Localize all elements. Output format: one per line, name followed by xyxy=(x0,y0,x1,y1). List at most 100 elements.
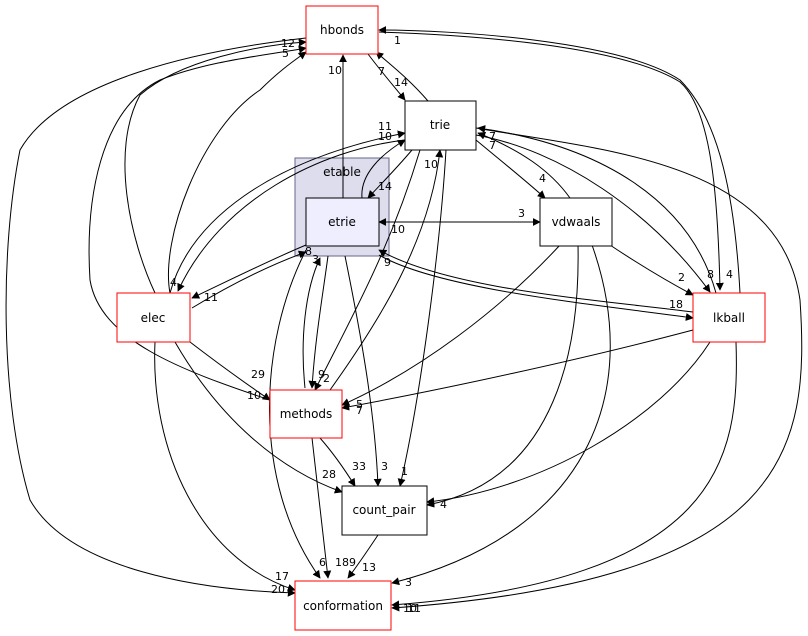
node-count-pair-label: count_pair xyxy=(352,503,415,517)
edge-label: 1 xyxy=(401,465,408,478)
node-etrie[interactable]: etrie xyxy=(305,197,380,247)
edge-label: 14 xyxy=(378,180,392,193)
edge-label: 13 xyxy=(362,561,376,574)
edge-trie-lkball xyxy=(475,134,711,293)
edge-label: 4 xyxy=(539,172,546,185)
edge-label: 2 xyxy=(323,372,330,385)
node-conformation-label: conformation xyxy=(303,599,383,613)
edge-etrie-lkball xyxy=(378,254,694,321)
edge-label: 3 xyxy=(405,576,412,589)
edge-label: 5 xyxy=(282,47,289,60)
edge-etrie-methods xyxy=(308,255,329,389)
edge-hbonds-lkball xyxy=(378,31,724,291)
edge-label: 189 xyxy=(335,556,356,569)
node-hbonds-label: hbonds xyxy=(320,23,364,37)
node-methods-label: methods xyxy=(280,407,333,421)
edge-labels: 1 12 5 10 7 14 11 10 14 10 7 7 4 3 10 8 … xyxy=(170,34,733,615)
edges xyxy=(5,26,803,612)
edge-label: 10 xyxy=(424,158,438,171)
edge-lkball-count-pair xyxy=(426,341,711,506)
node-count-pair[interactable]: count_pair xyxy=(341,485,428,536)
edge-elec-hbonds-a xyxy=(124,38,307,294)
edge-vdwaals-conformation xyxy=(391,244,611,586)
edge-label: 10 xyxy=(247,389,261,402)
edge-vdwaals-count-pair xyxy=(426,244,579,508)
edge-elec-count-pair xyxy=(174,341,343,494)
edge-etrie-count-pair xyxy=(344,255,382,487)
edge-lkball-etrie xyxy=(378,249,694,313)
edge-label: 9 xyxy=(384,256,391,269)
edge-label: 4 xyxy=(440,498,447,511)
edge-elec-methods xyxy=(189,341,271,401)
edge-label: 11 xyxy=(378,120,392,133)
edge-trie-hbonds xyxy=(375,51,429,102)
edge-lkball-trie xyxy=(477,125,717,294)
edge-hbonds-conformation xyxy=(5,37,307,597)
edge-lkball-conformation xyxy=(391,341,737,609)
edge-count-pair-conformation xyxy=(347,534,379,579)
edge-trie-conformation xyxy=(391,127,803,612)
node-hbonds[interactable]: hbonds xyxy=(305,5,379,55)
edge-vdwaals-lkball xyxy=(609,244,694,296)
edge-label: 4 xyxy=(170,276,177,289)
edge-label: 3 xyxy=(312,253,319,266)
edge-methods-etrie xyxy=(302,257,321,389)
edge-hbonds-trie xyxy=(367,53,406,101)
edge-label: 9 xyxy=(318,368,325,381)
edge-elec-conformation xyxy=(154,341,296,592)
node-methods[interactable]: methods xyxy=(269,389,343,439)
edge-elec-hbonds-b xyxy=(168,51,307,294)
node-lkball[interactable]: lkball xyxy=(692,292,766,343)
edge-label: 11 xyxy=(204,291,218,304)
node-trie-label: trie xyxy=(430,118,450,132)
edge-etrie-trie xyxy=(361,139,406,199)
node-lkball-label: lkball xyxy=(713,311,745,325)
edge-label: 7 xyxy=(489,139,496,152)
edge-label: 33 xyxy=(352,460,366,473)
edge-etrie-elec xyxy=(191,244,307,299)
edge-label: 5 xyxy=(356,398,363,411)
edge-label: 2 xyxy=(678,271,685,284)
edge-methods-trie xyxy=(329,149,444,391)
edge-label: 3 xyxy=(381,460,388,473)
node-trie[interactable]: trie xyxy=(404,100,477,151)
edge-label: 11 xyxy=(407,602,421,615)
edge-label: 10 xyxy=(378,130,392,143)
edge-methods-conformation xyxy=(311,437,332,579)
edge-trie-count-pair xyxy=(397,149,447,487)
edge-elec-trie xyxy=(169,130,406,294)
edge-label: 1 xyxy=(394,34,401,47)
edge-trie-methods xyxy=(314,149,421,391)
cluster-etable-label: etable xyxy=(323,165,361,179)
edge-vdwaals-methods xyxy=(341,244,561,406)
edge-label: 6 xyxy=(319,556,326,569)
node-etrie-label: etrie xyxy=(328,215,356,229)
edge-label: 29 xyxy=(251,368,265,381)
edge-label: 14 xyxy=(394,76,408,89)
edge-label: 7 xyxy=(378,65,385,78)
edge-label: 7 xyxy=(489,130,496,143)
node-vdwaals-label: vdwaals xyxy=(552,215,601,229)
edge-label: 17 xyxy=(275,570,289,583)
edge-label: 20 xyxy=(271,583,285,596)
edge-label: 8 xyxy=(305,245,312,258)
edge-label: 10 xyxy=(403,602,417,615)
edge-lkball-hbonds xyxy=(378,26,741,294)
edge-trie-elec xyxy=(177,139,406,292)
edge-trie-vdwaals xyxy=(475,139,546,199)
edge-trie-etrie xyxy=(367,149,413,199)
edge-label: 8 xyxy=(707,268,714,281)
edge-label: 4 xyxy=(726,268,733,281)
edge-label: 18 xyxy=(669,298,683,311)
edge-elec-etrie xyxy=(191,250,307,309)
edge-label: 28 xyxy=(322,468,336,481)
node-conformation[interactable]: conformation xyxy=(294,580,392,631)
node-elec[interactable]: elec xyxy=(116,292,191,343)
edge-methods-count-pair xyxy=(319,437,356,487)
edge-label: 10 xyxy=(328,64,342,77)
node-vdwaals[interactable]: vdwaals xyxy=(539,197,613,247)
edge-label: 3 xyxy=(518,207,525,220)
edge-lkball-methods xyxy=(341,329,694,411)
edge-label: 7 xyxy=(356,404,363,417)
